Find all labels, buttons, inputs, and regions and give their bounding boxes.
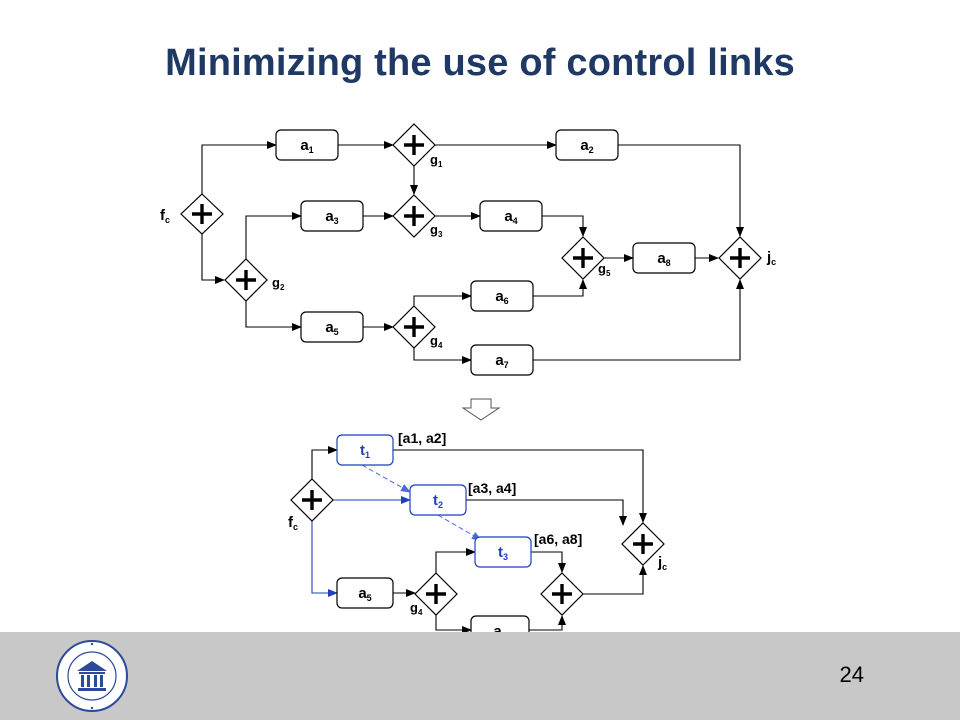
svg-text:t3: t3 — [498, 544, 508, 562]
svg-text:a7: a7 — [495, 352, 508, 370]
top-task-a7: a7 — [470, 344, 534, 376]
edge-a6-g5 — [533, 279, 587, 297]
edge-fc-t1 — [311, 446, 338, 479]
edge-t1-jc — [393, 449, 647, 523]
svg-text:g2: g2 — [272, 275, 285, 292]
svg-text:a8: a8 — [657, 250, 670, 268]
edge-g4-a6 — [413, 292, 472, 306]
svg-text:jc: jc — [657, 554, 667, 572]
annotation-t3: [a6, a8] — [534, 531, 582, 547]
edge-join-jc — [583, 565, 647, 595]
svg-text:a2: a2 — [580, 137, 593, 155]
bottom-task-t2: t2 — [409, 484, 467, 516]
svg-text:a5: a5 — [325, 319, 338, 337]
top-gateway-g3: g3 — [392, 194, 443, 239]
edge-t1-t2-dashed — [361, 464, 411, 493]
bottom-gateway-g4: g4 — [410, 572, 458, 617]
top-task-a8: a8 — [632, 242, 696, 274]
bottom-task-a5: a5 — [336, 577, 394, 609]
top-edges — [201, 141, 744, 364]
svg-text:g5: g5 — [598, 261, 611, 278]
top-task-a1: a1 — [275, 129, 339, 161]
svg-text:fc: fc — [288, 514, 298, 532]
bottom-gateway-join — [540, 572, 584, 616]
edge-a4-g5 — [542, 215, 587, 237]
edge-t2-jc — [466, 499, 627, 526]
top-gateway-g1: g1 — [392, 123, 443, 169]
top-gateway-g4: g4 — [392, 305, 443, 350]
edge-g4-a7 — [435, 615, 472, 632]
page-number: 24 — [839, 662, 864, 687]
edge-a7-join — [529, 615, 566, 631]
bottom-gateway-fc: fc — [288, 478, 334, 532]
top-gateway-g2: g2 — [224, 258, 285, 302]
process-diagram: a1 a2 a3 a4 a5 a6 a7 a8 fc g1 g — [160, 123, 776, 632]
university-logo-icon — [56, 640, 128, 712]
top-task-a3: a3 — [300, 200, 364, 232]
svg-text:a7: a7 — [493, 623, 506, 632]
edge-fc-a5 — [311, 521, 338, 597]
svg-text:g4: g4 — [430, 333, 443, 350]
edge-t3-join — [531, 551, 566, 573]
edge-g4-a7 — [413, 348, 472, 364]
svg-text:jc: jc — [766, 249, 776, 267]
svg-text:g1: g1 — [430, 152, 443, 169]
svg-text:t1: t1 — [360, 442, 370, 460]
top-task-a2: a2 — [555, 129, 619, 161]
edge-fc-a1 — [201, 141, 277, 194]
top-task-a4: a4 — [479, 200, 543, 232]
top-gateway-fc: fc — [160, 193, 224, 235]
edge-a2-jc — [618, 144, 744, 237]
bottom-gateway-jc: jc — [621, 522, 667, 572]
edge-g2-a5 — [245, 301, 302, 331]
svg-text:a1: a1 — [300, 137, 313, 155]
svg-text:a3: a3 — [325, 208, 338, 226]
slide-title: Minimizing the use of control links — [165, 42, 795, 84]
svg-text:a5: a5 — [358, 585, 371, 603]
svg-text:g4: g4 — [410, 600, 423, 617]
svg-text:a4: a4 — [504, 208, 517, 226]
top-gateway-g5: g5 — [561, 236, 611, 280]
top-task-a6: a6 — [470, 280, 534, 312]
footer-bar: 24 — [0, 632, 960, 720]
transform-down-arrow-icon — [461, 398, 501, 421]
svg-text:t2: t2 — [433, 492, 443, 510]
edge-a7-jc — [533, 279, 744, 361]
annotation-t1: [a1, a2] — [398, 430, 446, 446]
bottom-task-a7: a7 — [470, 615, 530, 632]
edge-t2-t3-dashed — [437, 514, 482, 541]
svg-text:a6: a6 — [495, 288, 508, 306]
edge-g4-t3 — [435, 548, 476, 573]
bottom-task-t1: t1 — [336, 434, 394, 466]
edge-fc-g2 — [201, 234, 225, 284]
top-task-a5: a5 — [300, 311, 364, 343]
bottom-edges — [311, 446, 647, 632]
edge-g2-a3 — [245, 212, 302, 259]
svg-text:fc: fc — [160, 207, 170, 225]
annotation-t2: [a3, a4] — [468, 480, 516, 496]
bottom-task-t3: t3 — [474, 536, 532, 568]
top-gateway-jc: jc — [718, 236, 776, 280]
svg-text:g3: g3 — [430, 222, 443, 239]
